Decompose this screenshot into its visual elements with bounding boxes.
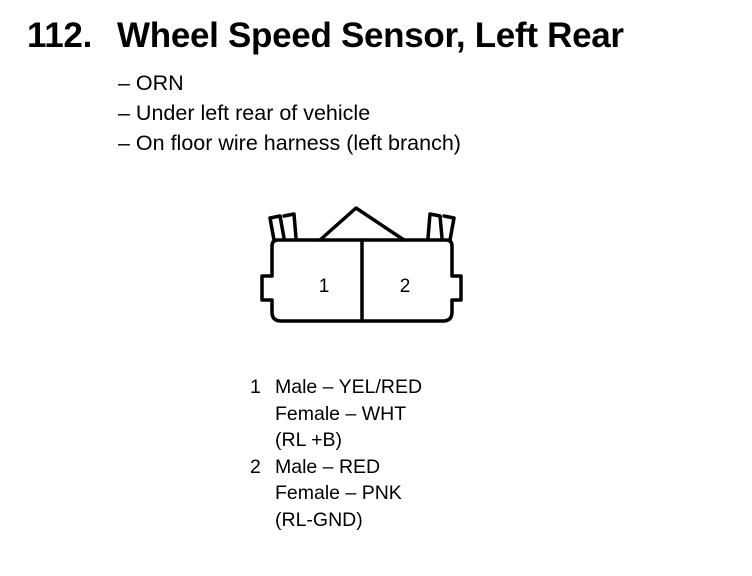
left-latch-tab [268,214,286,242]
connector-face-diagram: 1 2 [260,206,463,323]
pin-number: 2 [250,455,261,478]
pin-female-wire: Female – PNK [275,482,402,504]
detail-location: – Under left rear of vehicle [118,101,371,125]
pin-circuit: (RL +B) [275,429,343,451]
cavity-label-1: 1 [319,276,330,297]
detail-connector-color: – ORN [118,71,184,95]
cavity-label-2: 2 [400,276,411,297]
pin-male-wire: Male – RED [275,455,381,478]
right-latch-tab [426,212,444,240]
pin-entry: 1 Male – YEL/RED Female – WHT (RL +B) [250,374,422,454]
pin-assignment-list: 1 Male – YEL/RED Female – WHT (RL +B) 2 … [250,374,422,533]
pin-female-wire: Female – WHT [275,402,407,425]
pin-number: 1 [250,376,261,398]
pin-circuit: (RL-GND) [275,508,363,531]
pin-male-wire: Male – YEL/RED [275,376,423,398]
component-number: 112. [27,16,92,55]
component-title: Wheel Speed Sensor, Left Rear [117,16,624,55]
pin-entry: 2 Male – RED Female – PNK (RL-GND) [250,454,422,534]
component-details: – ORN – Under left rear of vehicle – On … [118,68,461,158]
connector-body [260,238,463,323]
lock-ramp [318,206,406,242]
detail-harness: – On floor wire harness (left branch) [118,131,461,155]
page-title: 112. Wheel Speed Sensor, Left Rear [27,16,624,56]
